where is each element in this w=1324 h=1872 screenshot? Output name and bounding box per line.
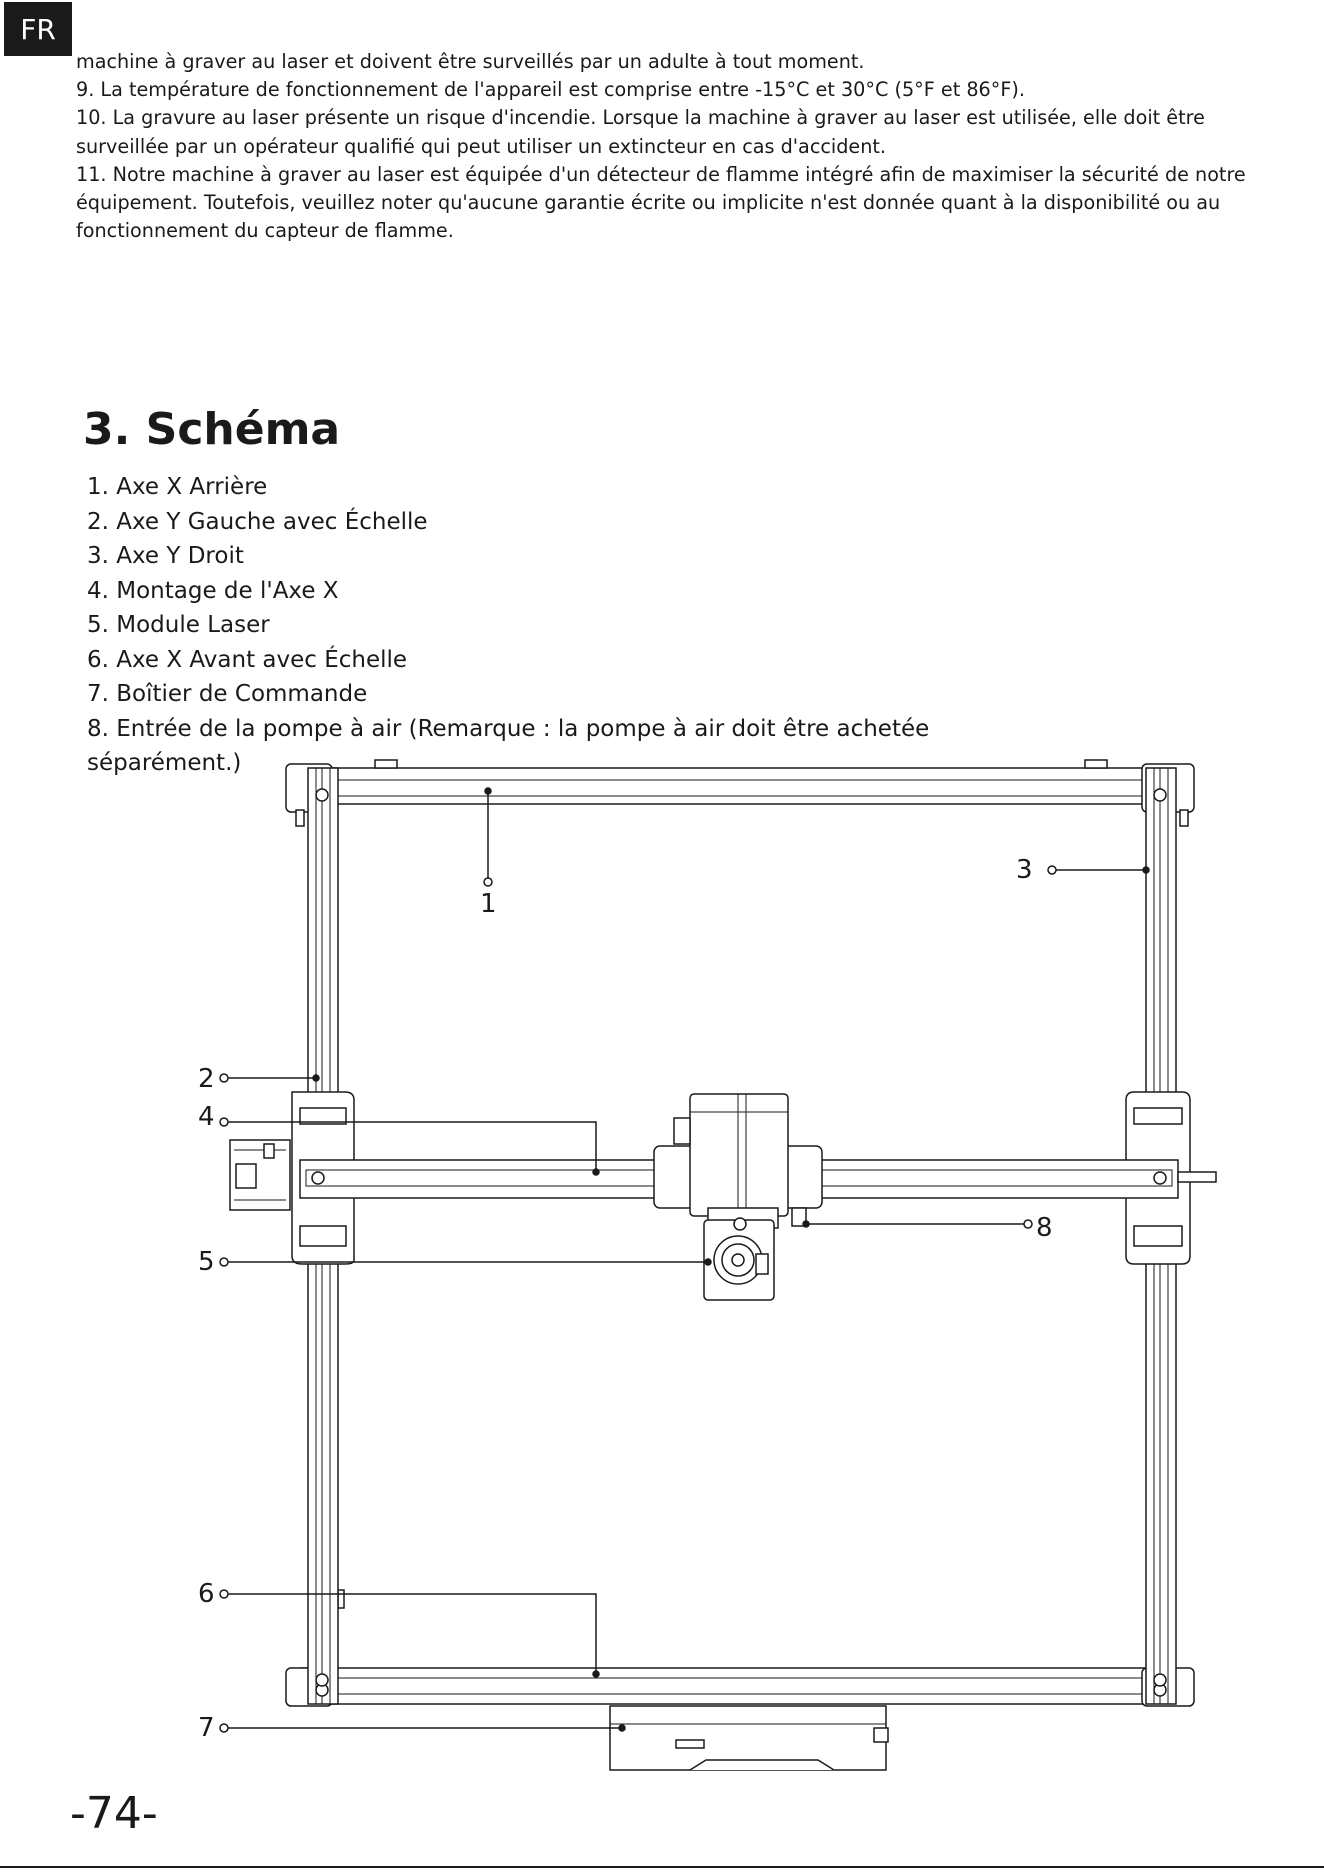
section-title: 3. Schéma xyxy=(83,404,341,455)
legend-item-4: 4. Montage de l'Axe X xyxy=(87,577,339,604)
legend-item-1: 1. Axe X Arrière xyxy=(87,474,268,500)
legend-item-3: 3. Axe Y Droit xyxy=(87,543,244,569)
page-number: -74- xyxy=(70,1788,158,1839)
callout-6: 6 xyxy=(198,1579,215,1609)
legend-item-6: 6. Axe X Avant avec Échelle xyxy=(87,646,408,673)
safety-notes: machine à graver au laser et doivent êtr… xyxy=(76,48,1276,245)
parts-legend: 1. Axe X Arrière 2. Axe Y Gauche avec Éc… xyxy=(87,470,967,781)
legend-item-8: 8. Entrée de la pompe à air (Remarque : … xyxy=(87,715,930,777)
callout-3: 3 xyxy=(1016,855,1033,885)
callout-8: 8 xyxy=(1036,1213,1053,1243)
legend-item-5: 5. Module Laser xyxy=(87,612,270,638)
laser-carriage xyxy=(653,1093,823,1301)
callout-2: 2 xyxy=(198,1064,215,1094)
legend-item-7: 7. Boîtier de Commande xyxy=(87,681,368,707)
callout-5: 5 xyxy=(198,1247,215,1277)
safety-note-11: 11. Notre machine à graver au laser est … xyxy=(76,162,1246,243)
legend-item-2: 2. Axe Y Gauche avec Échelle xyxy=(87,508,428,535)
control-box xyxy=(609,1705,889,1771)
callout-1: 1 xyxy=(480,889,497,919)
safety-note-9: 9. La température de fonctionnement de l… xyxy=(76,78,1025,102)
callout-4: 4 xyxy=(198,1102,215,1132)
callout-leaders xyxy=(219,787,1150,1733)
rear-x-axis xyxy=(299,767,1161,805)
bottom-rule xyxy=(0,1866,1324,1868)
language-badge: FR xyxy=(4,2,72,56)
callout-7: 7 xyxy=(198,1713,215,1743)
front-x-axis xyxy=(299,1589,1161,1705)
safety-note-continued: machine à graver au laser et doivent êtr… xyxy=(76,50,865,73)
safety-note-10: 10. La gravure au laser présente un risq… xyxy=(76,106,1205,158)
